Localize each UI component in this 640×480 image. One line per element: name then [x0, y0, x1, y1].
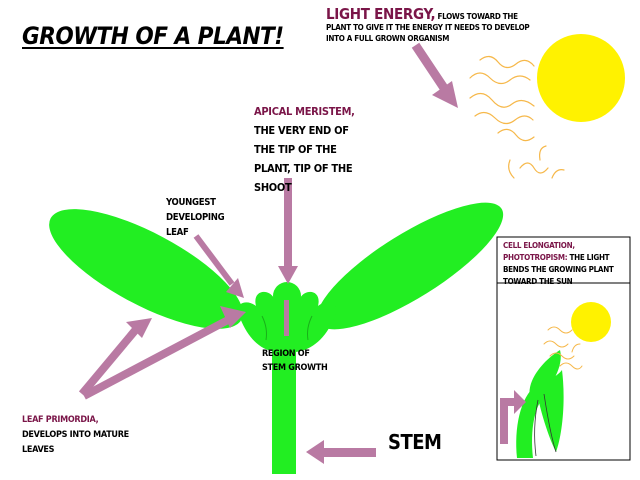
right-leaf — [316, 202, 504, 330]
small-sun — [571, 302, 611, 342]
light-energy-label: Light Energy, Flows toward the plant to … — [326, 7, 541, 44]
bent-plant-leaf-top — [529, 350, 561, 400]
apical-meristem-desc: The very end of the tip of the plant, ti… — [254, 124, 353, 194]
leaf-primordia-label: Leaf Primordia, Develops into mature lea… — [22, 413, 132, 458]
cell-elongation-label: Cell Elongation, Phototropism: The light… — [503, 240, 629, 288]
leaf-primordia-desc: Develops into mature leaves — [22, 430, 129, 455]
stem-label: Stem — [388, 430, 442, 454]
label-arrows — [78, 178, 376, 464]
leaf-primordia-term: Leaf Primordia, — [22, 415, 99, 425]
phototropism-panel — [496, 236, 631, 461]
apical-meristem-term: Apical Meristem, — [254, 105, 355, 118]
cell-elongation-term: Cell Elongation, Phototropism: — [503, 241, 575, 262]
left-leaf — [49, 209, 243, 329]
sun-rays — [469, 55, 565, 179]
light-arrow — [411, 42, 458, 108]
diagram-title: Growth of a Plant! — [22, 22, 284, 50]
light-energy-desc: Flows toward the plant to give it the en… — [326, 12, 530, 43]
cell-elongation-desc: The light bends the growing plant toward… — [503, 253, 614, 286]
sun — [537, 34, 625, 122]
plant — [49, 202, 564, 474]
region-of-stem-growth-label: Region of stem growth — [262, 349, 328, 373]
light-energy-term: Light Energy, — [326, 5, 436, 23]
youngest-leaf-label: Youngest developing leaf — [166, 197, 225, 238]
apical-meristem-label: Apical Meristem, The very end of the tip… — [254, 102, 364, 197]
